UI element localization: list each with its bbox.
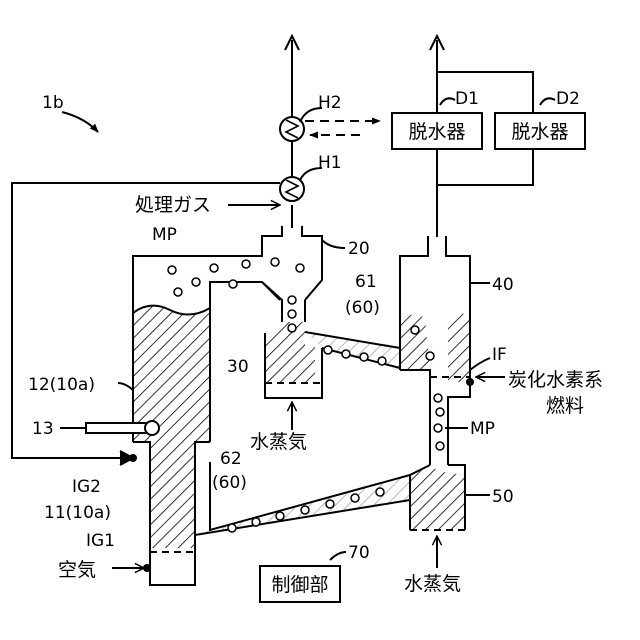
loop-seal-30-hatched	[265, 322, 282, 383]
label-61: 61	[355, 272, 377, 292]
label-1b-arrow	[62, 112, 98, 132]
reactor-11-hatched	[150, 458, 195, 548]
fuel-label-2: 燃料	[546, 395, 584, 417]
ig1-point	[143, 564, 151, 572]
label-ig1: IG1	[86, 531, 115, 551]
label-62: 62	[220, 449, 242, 469]
label-d1: D1	[455, 89, 479, 109]
label-mp-top: MP	[152, 225, 177, 245]
label-h2: H2	[318, 93, 342, 113]
label-13: 13	[32, 419, 54, 439]
air-label: 空気	[58, 559, 96, 581]
label-ig2: IG2	[72, 477, 101, 497]
label-d2: D2	[556, 89, 580, 109]
burner-13	[86, 423, 150, 433]
label-mp-right: MP	[470, 419, 495, 439]
dehydrator-2-text: 脱水器	[511, 121, 568, 143]
label-70: 70	[348, 543, 370, 563]
cyclone-20-cone	[262, 282, 282, 322]
dehydrator-bypass-line	[437, 72, 533, 113]
reactor-40-hatched	[400, 314, 430, 370]
label-40: 40	[492, 275, 514, 295]
label-20: 20	[348, 239, 370, 259]
reactor-12-hatched	[133, 306, 210, 458]
label-30: 30	[227, 357, 249, 377]
label-12: 12(10a)	[28, 375, 95, 395]
steam-label-1: 水蒸気	[250, 431, 307, 453]
dehydrator-1-text: 脱水器	[408, 121, 465, 143]
label-if: IF	[492, 345, 507, 365]
steam-label-2: 水蒸気	[404, 573, 461, 595]
fuel-label-1: 炭化水素系	[508, 369, 603, 391]
loop-seal-50-hatched	[410, 468, 465, 530]
label-60-lower: (60)	[212, 473, 247, 493]
label-h1: H1	[318, 153, 342, 173]
label-50: 50	[492, 487, 514, 507]
treated-gas-label: 処理ガス	[135, 194, 211, 216]
label-11: 11(10a)	[44, 503, 111, 523]
figure-label: 1b	[42, 93, 64, 113]
label-60-upper: (60)	[345, 298, 380, 318]
controller-text: 制御部	[271, 574, 328, 596]
if-point	[466, 378, 474, 386]
ig2-point	[129, 454, 137, 462]
